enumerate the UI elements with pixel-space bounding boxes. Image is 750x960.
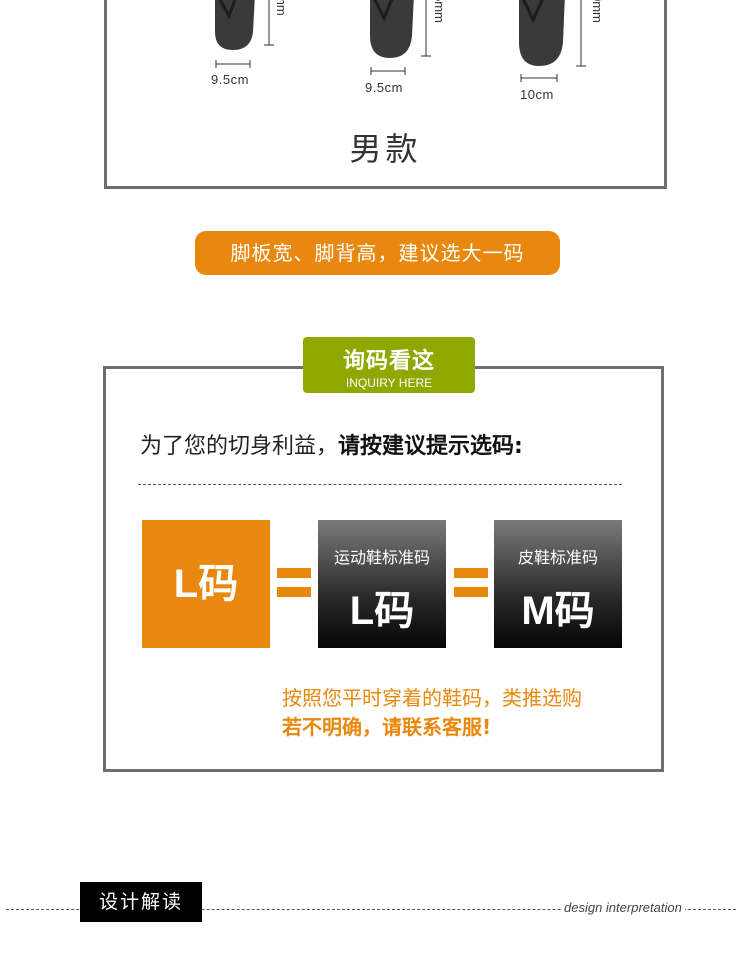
inquiry-tab-subtitle: INQUIRY HERE	[345, 376, 433, 390]
design-interpretation-english: design interpretation	[561, 900, 685, 915]
sandal-1-width-marker	[215, 60, 251, 68]
equals-sign-2-top	[454, 568, 488, 578]
sandal-3-length-label: 0mm	[590, 0, 605, 23]
sizing-note-line1: 按照您平时穿着的鞋码，类推选购	[282, 686, 582, 710]
inquiry-intro: 为了您的切身利益，请按建议提示选码:	[140, 428, 523, 460]
sport-shoe-square: 运动鞋标准码 L码	[318, 520, 446, 648]
intro-normal-text: 为了您的切身利益，	[140, 434, 339, 459]
equals-sign-1-bottom	[277, 587, 311, 597]
sandal-2-length-label: 5mm	[432, 0, 447, 23]
sport-shoe-size: L码	[349, 589, 415, 633]
sandal-1-width-label: 9.5cm	[211, 72, 249, 87]
inquiry-tab-title: 询码看这	[342, 349, 435, 374]
size-l-square: L码	[142, 520, 270, 648]
sandal-2-width-marker	[370, 67, 406, 75]
divider	[138, 484, 622, 485]
equals-sign-2-bottom	[454, 587, 488, 597]
sport-shoe-label: 运动鞋标准码	[333, 548, 430, 567]
sandal-3-width-marker	[520, 74, 558, 82]
sandal-3-width-label: 10cm	[520, 87, 554, 102]
sandal-1-length-label: mm	[274, 0, 289, 16]
men-style-title: 男款	[349, 130, 422, 168]
sandal-2-image	[370, 0, 431, 58]
sizing-note-line2: 若不明确，请联系客服!	[282, 715, 492, 739]
leather-shoe-label: 皮鞋标准码	[517, 548, 598, 567]
sizing-note: 按照您平时穿着的鞋码，类推选购 若不明确，请联系客服!	[282, 684, 582, 742]
leather-shoe-square: 皮鞋标准码 M码	[494, 520, 622, 648]
sandal-2-width-label: 9.5cm	[365, 80, 403, 95]
inquiry-tab: 询码看这 INQUIRY HERE	[303, 337, 475, 393]
size-l-text: L码	[173, 562, 239, 606]
intro-bold-text: 请按建议提示选码:	[338, 434, 523, 459]
sandal-1-image	[215, 0, 274, 50]
design-interpretation-tag: 设计解读	[80, 882, 202, 922]
sandal-3-image	[519, 0, 586, 67]
size-advice-banner: 脚板宽、脚背高，建议选大一码	[195, 231, 560, 275]
equals-sign-1-top	[277, 568, 311, 578]
size-chart-box: mm 9.5cm 5mm 9.5cm 0mm 10cm 男款	[104, 0, 667, 189]
leather-shoe-size: M码	[521, 589, 595, 633]
footer-divider	[6, 909, 736, 910]
